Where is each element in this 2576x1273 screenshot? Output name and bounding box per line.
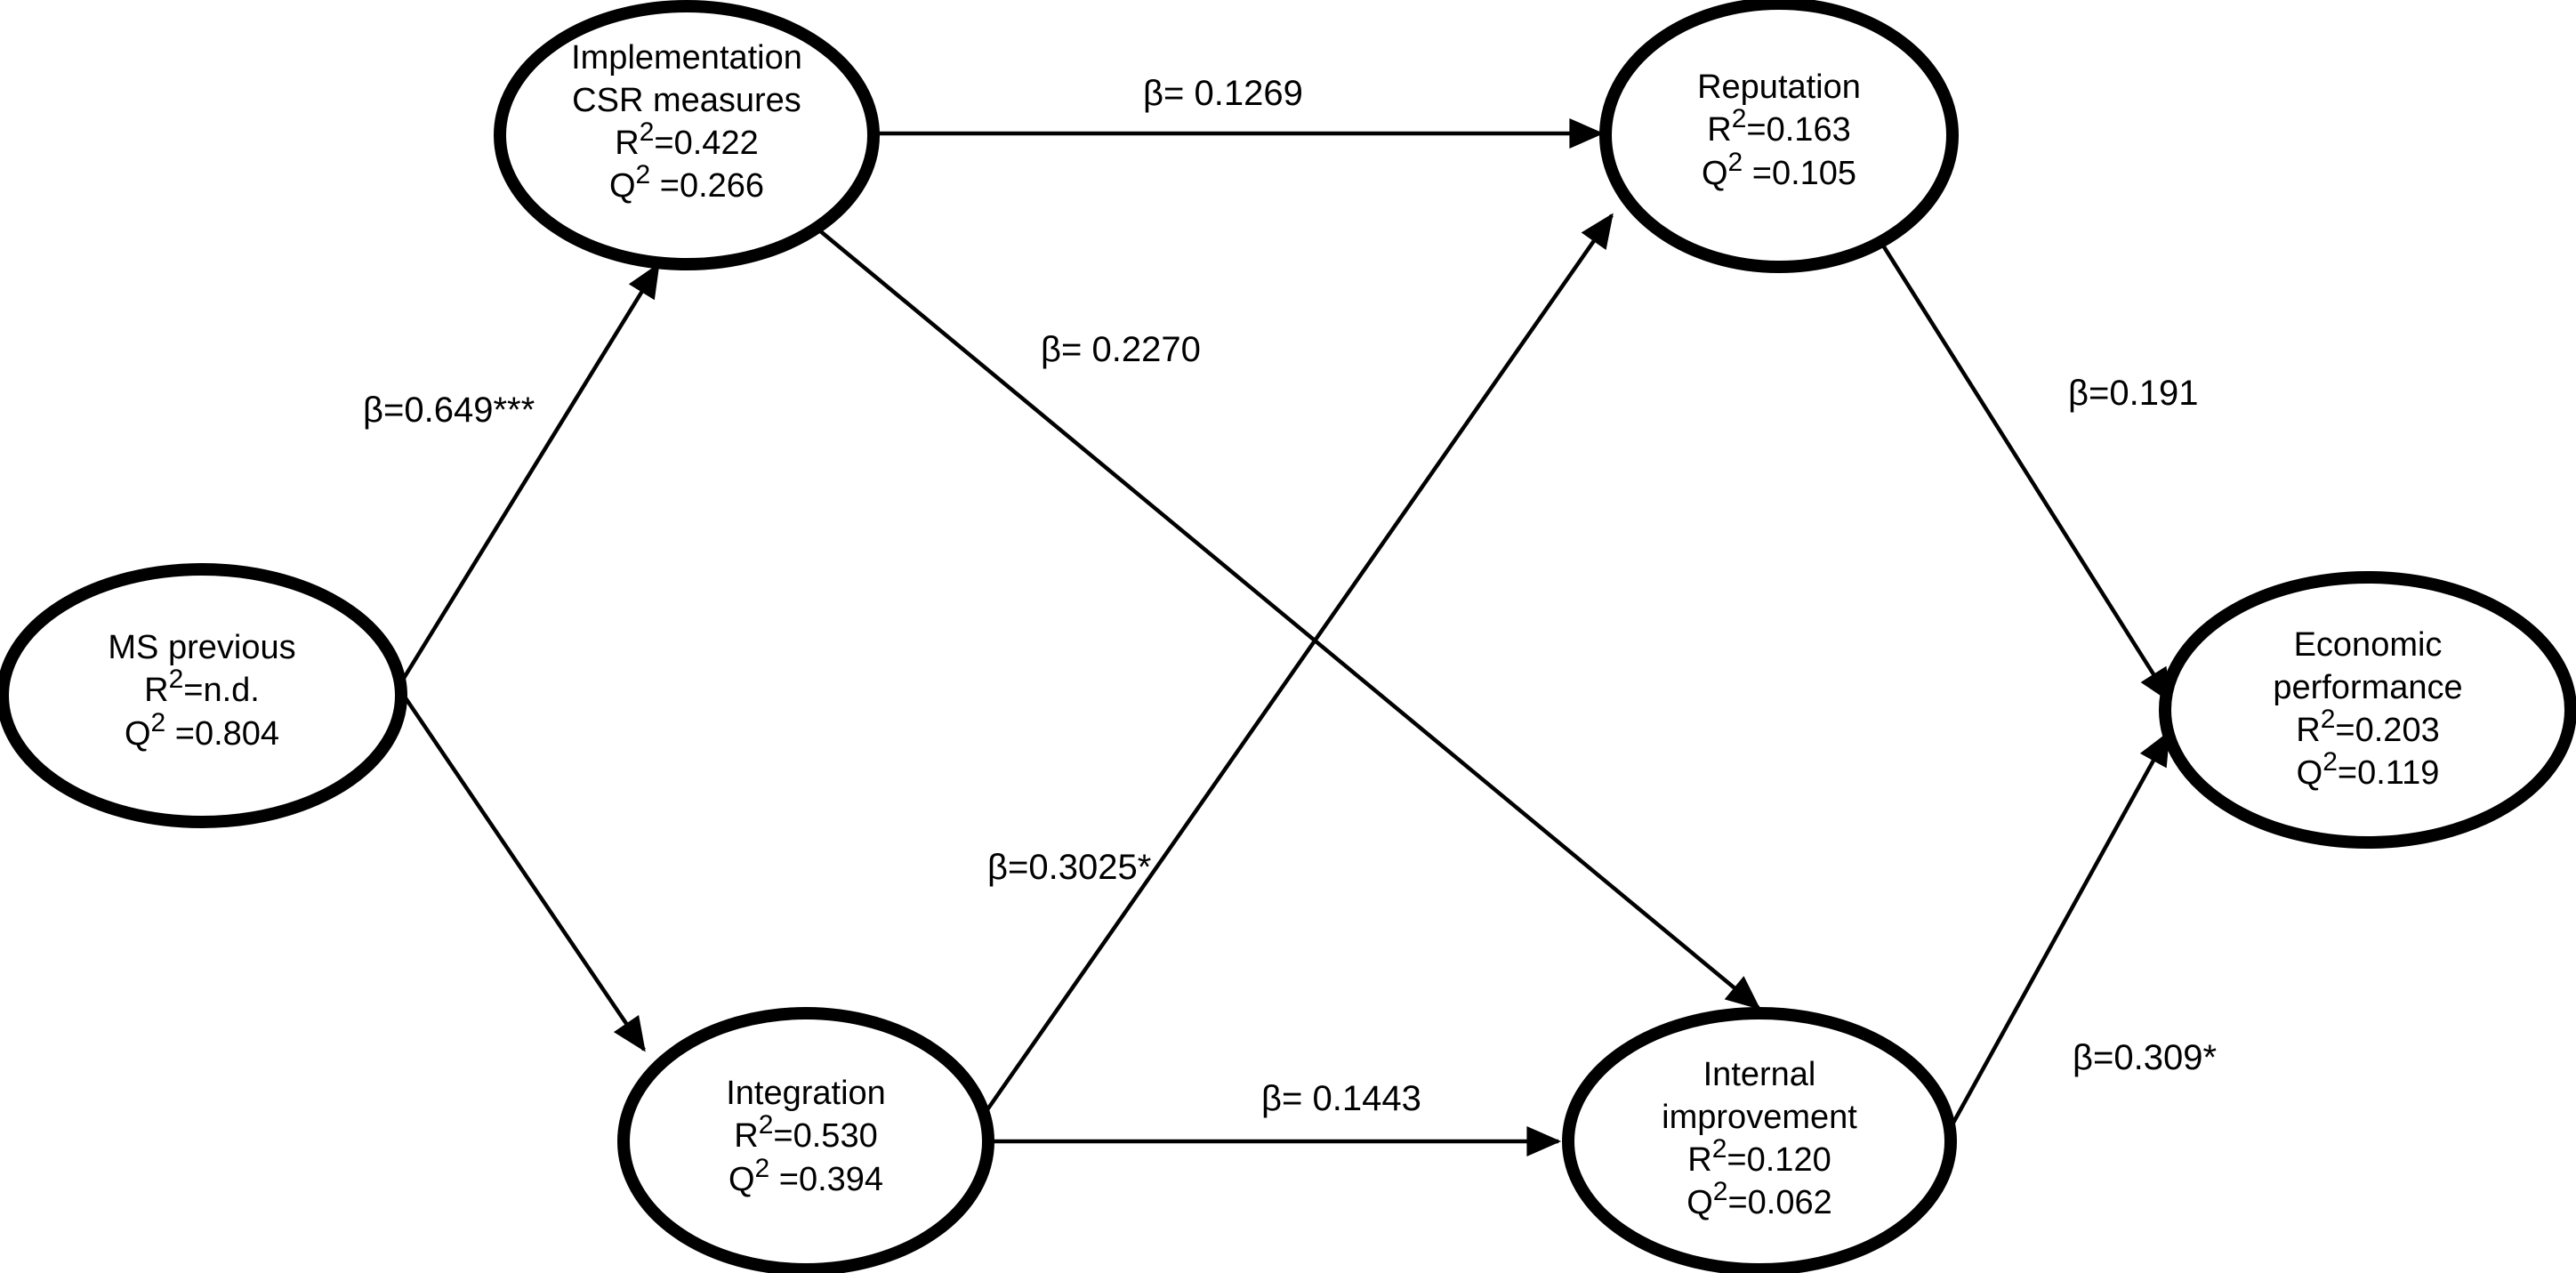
node-text-reputation-line-0: Reputation — [1697, 68, 1861, 106]
arrow-internal-improvement-to-economic-performance — [1952, 730, 2170, 1124]
node-text-economic-performance-line-2: R2=0.203 — [2296, 705, 2439, 749]
node-text-integration-line-1: R2=0.530 — [734, 1110, 877, 1155]
superscript: 2 — [640, 117, 655, 147]
edge-label-integration-to-reputation: β=0.3025* — [987, 848, 1151, 887]
superscript: 2 — [1732, 104, 1747, 133]
superscript: 2 — [1728, 148, 1743, 177]
node-ellipse-internal-improvement — [1562, 1007, 1957, 1273]
superscript: 2 — [1713, 1177, 1728, 1206]
node-text-economic-performance-line-0: Economic — [2294, 626, 2443, 664]
node-text-ms-previous-line-2: Q2 =0.804 — [125, 708, 279, 753]
node-ellipse-integration — [617, 1007, 994, 1273]
node-text-implementation-csr-measures-line-3: Q2 =0.266 — [609, 160, 764, 205]
node-ellipse-economic-performance — [2159, 571, 2576, 849]
node-text-implementation-csr-measures-line-1: CSR measures — [572, 82, 801, 119]
node-text-internal-improvement-line-3: Q2=0.062 — [1686, 1177, 1832, 1221]
superscript: 2 — [2321, 705, 2336, 734]
edge-ms-previous-to-integration — [397, 686, 646, 1052]
node-ellipse-implementation-csr-measures — [494, 0, 880, 270]
edge-internal-improvement-to-economic-performance: β=0.309* — [1952, 730, 2217, 1124]
edge-integration-to-internal-improvement: β= 0.1443 — [988, 1079, 1562, 1157]
superscript: 2 — [1712, 1134, 1727, 1164]
edge-label-reputation-to-economic-performance: β=0.191 — [2068, 374, 2198, 413]
arrow-ms-previous-to-implementation — [397, 262, 660, 689]
edge-label-implementation-to-internal-improvement: β= 0.2270 — [1041, 330, 1201, 369]
node-text-economic-performance-line-3: Q2=0.119 — [2297, 747, 2440, 792]
node-text-ms-previous-line-1: R2=n.d. — [144, 665, 260, 709]
node-ellipse-ms-previous — [0, 563, 407, 828]
node-ellipse-reputation — [1599, 0, 1959, 273]
node-text-reputation-line-1: R2=0.163 — [1707, 104, 1850, 149]
superscript: 2 — [2322, 747, 2338, 777]
node-text-reputation-line-2: Q2 =0.105 — [1702, 148, 1856, 192]
edge-integration-to-reputation: β=0.3025* — [980, 213, 1614, 1119]
node-text-integration-line-0: Integration — [726, 1075, 886, 1112]
edge-label-internal-improvement-to-economic-performance: β=0.309* — [2073, 1038, 2217, 1077]
edges-layer: β=0.649*** β= 0.1269 β= 0.2270 β=0.3025* β= … — [363, 74, 2217, 1157]
superscript: 2 — [169, 665, 184, 694]
node-text-internal-improvement-line-1: improvement — [1662, 1099, 1857, 1136]
superscript: 2 — [759, 1110, 774, 1140]
arrow-reputation-to-economic-performance — [1877, 237, 2172, 704]
arrow-integration-to-reputation — [980, 213, 1614, 1119]
node-text-internal-improvement-line-2: R2=0.120 — [1687, 1134, 1831, 1179]
node-text-economic-performance-line-1: performance — [2273, 669, 2462, 706]
edge-implementation-to-internal-improvement: β= 0.2270 — [817, 228, 1761, 1010]
superscript: 2 — [755, 1154, 770, 1183]
superscript: 2 — [636, 160, 651, 189]
edge-implementation-to-reputation: β= 0.1269 — [873, 74, 1605, 149]
superscript: 2 — [151, 708, 166, 737]
edge-label-implementation-to-reputation: β= 0.1269 — [1143, 74, 1303, 113]
node-text-implementation-csr-measures-line-2: R2=0.422 — [615, 117, 758, 162]
edge-label-ms-previous-to-implementation: β=0.649*** — [363, 391, 535, 430]
node-text-implementation-csr-measures-line-0: Implementation — [571, 39, 802, 77]
arrow-ms-previous-to-integration — [397, 686, 646, 1052]
edge-label-integration-to-internal-improvement: β= 0.1443 — [1261, 1079, 1421, 1118]
edge-reputation-to-economic-performance: β=0.191 — [1877, 237, 2198, 704]
arrow-implementation-to-internal-improvement — [817, 228, 1761, 1010]
node-text-integration-line-2: Q2 =0.394 — [729, 1154, 883, 1198]
node-text-ms-previous-line-0: MS previous — [108, 629, 295, 666]
edge-ms-previous-to-implementation: β=0.649*** — [363, 262, 660, 689]
node-text-internal-improvement-line-0: Internal — [1703, 1056, 1816, 1093]
